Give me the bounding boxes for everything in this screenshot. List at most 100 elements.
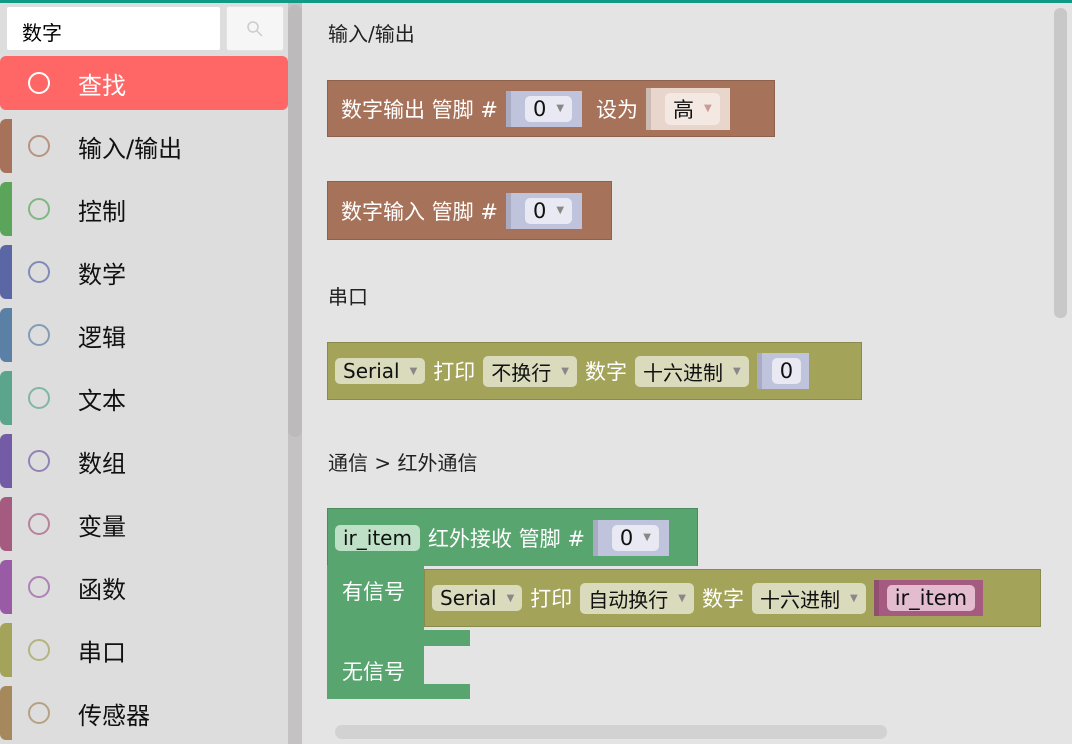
search-icon — [28, 72, 50, 94]
sidebar-item-label: 控制 — [78, 197, 126, 226]
sidebar-item-label: 函数 — [78, 575, 126, 604]
sidebar-item-1[interactable]: 输入/输出 — [0, 119, 288, 173]
category-color-bar — [0, 623, 12, 677]
block-label: 设为 — [596, 97, 639, 122]
level-value: 高 — [673, 97, 695, 122]
compass-icon — [28, 261, 50, 283]
variable-slot: ir_item — [873, 580, 984, 616]
sidebar-item-label: 数学 — [78, 260, 126, 289]
sidebar-item-label: 传感器 — [78, 701, 150, 730]
block-label: 数字输出 管脚 # — [341, 97, 498, 122]
dropdown-value: 十六进制 — [760, 587, 840, 612]
logic-icon — [28, 324, 50, 346]
category-sidebar: 数字 查找输入/输出控制数学逻辑文本数组变量函数串口传感器 — [0, 3, 288, 744]
sidebar-item-9[interactable]: 串口 — [0, 623, 288, 677]
pin-dropdown[interactable]: 0▼ — [524, 95, 573, 122]
serial-print-block[interactable]: Serial▼ 打印 自动换行 ▼ 数字 十六进制 ▼ ir_item — [424, 569, 1041, 627]
function-icon — [28, 576, 50, 598]
dropdown-arrow-icon: ▼ — [561, 365, 569, 377]
section-label-io: 输入/输出 — [328, 22, 415, 46]
dropdown-arrow-icon: ▼ — [409, 365, 418, 377]
pin-dropdown[interactable]: 0▼ — [611, 524, 659, 551]
level-slot: 高▼ — [646, 87, 730, 130]
workspace-horizontal-scrollbar[interactable] — [335, 725, 887, 739]
section-label-serial: 串口 — [328, 285, 368, 309]
has-signal-label: 有信号 — [342, 580, 405, 604]
dropdown-value: 自动换行 — [588, 587, 669, 612]
pin-slot: 0▼ — [592, 519, 669, 556]
sidebar-item-7[interactable]: 变量 — [0, 497, 288, 551]
serial-port-dropdown[interactable]: Serial▼ — [432, 585, 523, 611]
sidebar-item-label: 查找 — [78, 71, 126, 100]
sidebar-item-label: 输入/输出 — [78, 134, 183, 163]
ir-variable-field[interactable]: ir_item — [335, 524, 420, 551]
sensor-icon — [28, 702, 50, 724]
dropdown-value: Serial — [440, 586, 497, 610]
variable-getter[interactable]: ir_item — [886, 585, 976, 611]
serial-plug-icon — [28, 639, 50, 661]
value-input[interactable]: 0 — [771, 358, 802, 384]
base-dropdown[interactable]: 十六进制 ▼ — [752, 582, 866, 614]
category-color-bar — [0, 560, 12, 614]
category-color-bar — [0, 434, 12, 488]
sidebar-item-5[interactable]: 文本 — [0, 371, 288, 425]
newline-mode-dropdown[interactable]: 不换行▼ — [483, 355, 577, 387]
pin-slot: 0▼ — [505, 90, 583, 127]
dropdown-arrow-icon: ▼ — [556, 103, 565, 114]
variable-name: ir_item — [343, 525, 412, 550]
dropdown-arrow-icon: ▼ — [850, 592, 858, 604]
dropdown-value: 十六进制 — [643, 360, 723, 385]
sidebar-item-6[interactable]: 数组 — [0, 434, 288, 488]
block-label: 打印 — [433, 360, 476, 384]
control-branch-icon — [28, 198, 50, 220]
dropdown-value: Serial — [343, 359, 400, 383]
category-color-bar — [0, 497, 12, 551]
pin-value: 0 — [619, 525, 634, 550]
sidebar-item-10[interactable]: 传感器 — [0, 686, 288, 740]
search-input[interactable]: 数字 — [6, 6, 221, 51]
no-signal-label: 无信号 — [342, 660, 405, 684]
dropdown-arrow-icon: ▼ — [704, 103, 712, 114]
search-button[interactable] — [226, 6, 284, 51]
block-label: 红外接收 管脚 # — [427, 526, 585, 551]
io-icon — [28, 135, 50, 157]
top-accent-line — [0, 0, 1072, 3]
sidebar-item-3[interactable]: 数学 — [0, 245, 288, 299]
sidebar-item-4[interactable]: 逻辑 — [0, 308, 288, 362]
block-label: 数字 — [702, 587, 744, 611]
sidebar-item-label: 串口 — [78, 638, 126, 667]
category-color-bar — [0, 119, 12, 173]
value-slot: 0 — [756, 353, 810, 389]
dropdown-arrow-icon: ▼ — [556, 205, 565, 216]
block-label: 数字输入 管脚 # — [341, 199, 498, 224]
value-text: 0 — [779, 359, 794, 383]
workspace-vertical-scrollbar[interactable] — [1054, 8, 1067, 318]
digital-write-block[interactable]: 数字输出 管脚 # 0▼ 设为 高▼ — [327, 80, 775, 137]
dropdown-arrow-icon: ▼ — [678, 592, 686, 604]
base-dropdown[interactable]: 十六进制 ▼ — [635, 355, 749, 387]
category-color-bar — [0, 686, 12, 740]
search-icon — [247, 20, 263, 37]
sidebar-item-8[interactable]: 函数 — [0, 560, 288, 614]
category-color-bar — [0, 308, 12, 362]
serial-print-block[interactable]: Serial▼ 打印 不换行▼ 数字 十六进制▼ 0 — [327, 342, 862, 400]
serial-port-dropdown[interactable]: Serial ▼ — [335, 358, 426, 384]
pin-dropdown[interactable]: 0▼ — [524, 197, 573, 224]
sidebar-item-label: 数组 — [78, 449, 126, 478]
category-color-bar — [0, 371, 12, 425]
category-color-bar — [0, 182, 12, 236]
section-label-ir: 通信 > 红外通信 — [328, 451, 478, 475]
sidebar-item-2[interactable]: 控制 — [0, 182, 288, 236]
variable-icon — [28, 513, 50, 535]
list-icon — [28, 450, 50, 472]
digital-read-block[interactable]: 数字输入 管脚 # 0▼ — [327, 181, 612, 240]
sidebar-item-0[interactable]: 查找 — [0, 56, 288, 110]
sidebar-item-label: 逻辑 — [78, 323, 126, 352]
text-icon — [28, 387, 50, 409]
newline-mode-dropdown[interactable]: 自动换行 ▼ — [580, 582, 694, 614]
category-color-bar — [0, 245, 12, 299]
sidebar-scrollbar-thumb[interactable] — [288, 5, 302, 437]
block-label: 打印 — [530, 587, 573, 611]
level-dropdown[interactable]: 高▼ — [665, 92, 720, 125]
dropdown-arrow-icon: ▼ — [733, 365, 741, 377]
